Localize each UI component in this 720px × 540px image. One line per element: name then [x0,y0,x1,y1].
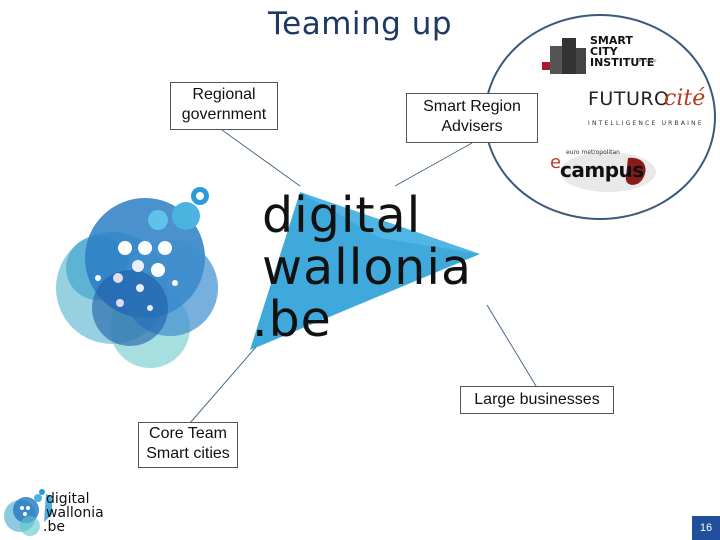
box-regional-government: Regional government [170,82,278,130]
small-logo-line-1: digital [46,491,90,507]
line-core-team [189,346,257,424]
sci-line-2: CITY [590,45,618,58]
ecampus-e: e [550,152,562,173]
sci-small-text: HEC Liège [636,58,657,63]
bubble-cluster-icon [56,187,480,368]
digital-wallonia-center-logo: digital wallonia .be [50,178,510,368]
line-regional-government [221,129,301,187]
ecampus-top: euro metropolitan [566,149,620,156]
center-logo-line-1: digital [262,187,422,244]
ecampus-logo: euro metropolitan e campus [548,146,656,194]
futurocite-tagline: INTELLIGENCE URBAINE [588,120,704,127]
ecampus-swirl-icon [560,152,656,192]
box-core-team: Core Team Smart cities [138,422,238,468]
futurocite-main: FUTURO [588,88,670,110]
smart-city-institute-logo: SMART CITY INSTITUTE HEC Liège [540,34,670,78]
center-logo-line-2: wallonia [262,239,473,296]
box-smart-region-advisers: Smart Region Advisers [406,93,538,143]
small-logo-line-3: .be [43,519,65,535]
slide-title: Teaming up [267,6,453,42]
line-smart-region [394,142,473,187]
small-logo-line-2: wallonia [46,505,104,521]
sci-line-1: SMART [590,34,633,47]
ecampus-word: campus [560,158,644,182]
sci-line-3: INSTITUTE [590,56,655,69]
line-large-businesses [486,304,537,387]
small-bubble-icon [4,489,52,536]
page-number-badge: 16 [692,516,720,540]
building-icon [542,38,586,74]
futurocite-accent: cité [664,86,706,111]
futurocite-logo: FUTURO cité INTELLIGENCE URBAINE [588,86,710,130]
box-large-businesses: Large businesses [460,386,614,414]
center-logo-line-3: .be [252,291,332,348]
digital-wallonia-small-logo: digital wallonia .be [2,488,112,540]
